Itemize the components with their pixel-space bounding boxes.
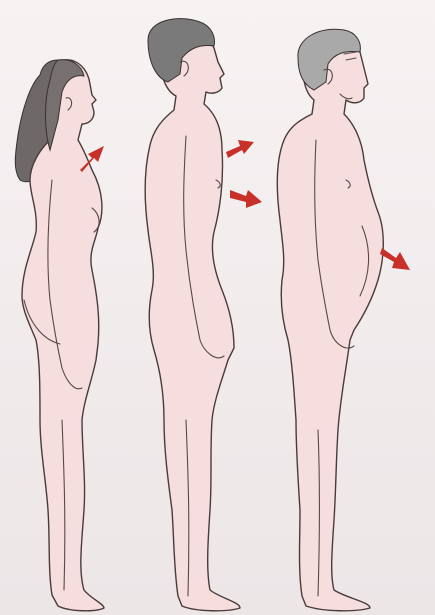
young-man-figure <box>145 19 240 611</box>
arrow-young-man-abdomen <box>230 190 262 208</box>
arrow-young-man-chest <box>226 140 254 158</box>
arrow-older-man-belly <box>380 248 410 270</box>
woman-figure <box>15 60 104 611</box>
older-man-figure <box>277 29 383 611</box>
young-man-body <box>145 32 240 610</box>
older-man-body <box>277 39 383 611</box>
